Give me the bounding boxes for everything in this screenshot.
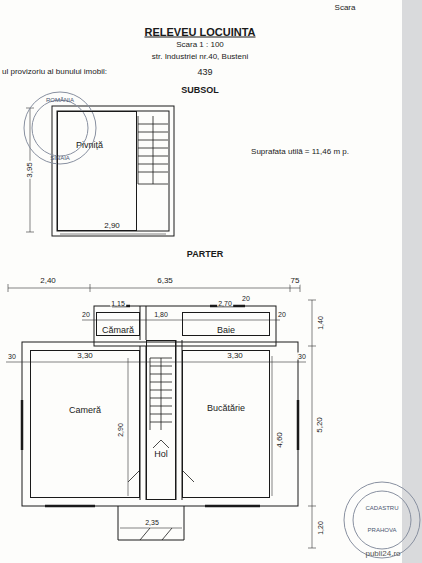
dimension: 3,30 — [226, 352, 244, 360]
stamp-text: SINAIA — [50, 155, 70, 161]
stamp-text: PRAHOVA — [368, 527, 397, 533]
watermark: publi24.ro — [365, 550, 400, 558]
dimension: 2,40 — [39, 277, 57, 285]
room-box: Bucătărie — [182, 350, 270, 498]
dimension: 20 — [277, 311, 287, 318]
stamp — [24, 92, 420, 558]
dimension: 20 — [81, 311, 91, 318]
plan-title: RELEVEU LOCUINTA — [144, 27, 255, 38]
dimension-lines — [6, 108, 316, 548]
dimension: 3,95 — [26, 161, 34, 179]
area-note: Suprafata utilă = 11,46 m p. — [251, 148, 349, 156]
cut-heading: Scara — [335, 4, 356, 12]
room-name: Cameră — [69, 405, 101, 415]
dimension: 1,15 — [110, 300, 126, 307]
dimension: 30 — [297, 353, 307, 360]
level-name: SUBSOL — [181, 86, 219, 95]
room-name: Cămară — [102, 325, 134, 335]
stamp-text: ROMÂNIA — [46, 97, 74, 103]
room-box: Pivniță — [57, 111, 137, 231]
room-box: Baie — [182, 312, 270, 336]
stamp-text: CADASTRU — [365, 505, 398, 511]
dimension: 2,90 — [117, 422, 124, 438]
dimension: 1,20 — [317, 520, 324, 536]
dimension: 4,60 — [276, 431, 284, 449]
room-name: Bucătărie — [207, 403, 245, 413]
dimension: 2,90 — [103, 222, 121, 230]
room-name: Hol — [154, 449, 168, 459]
dimension: 20 — [241, 295, 251, 302]
dimension: 5,20 — [316, 416, 324, 434]
room-box: Hol — [146, 340, 176, 500]
room-box: Cameră — [30, 350, 140, 498]
dimension: 1,40 — [317, 315, 324, 331]
dimension: 1,80 — [153, 311, 169, 318]
dimension: 30 — [7, 353, 17, 360]
photo-margin — [402, 0, 422, 563]
walls — [22, 106, 298, 540]
cut-text: ul provizoriu al bunului imobil: — [2, 68, 107, 76]
dimension: 2,35 — [144, 519, 160, 526]
dimension: 75 — [290, 277, 301, 285]
dimension: 3,30 — [76, 352, 94, 360]
level-name: PARTER — [186, 250, 224, 259]
address: str. Industriei nr.40, Busteni — [152, 53, 249, 61]
dimension: 6,35 — [156, 277, 174, 285]
room-box: Cămară — [96, 312, 140, 336]
property-number: 439 — [197, 68, 212, 77]
scale: Scara 1 : 100 — [176, 41, 224, 49]
dimension: 2,70 — [217, 300, 233, 307]
room-name: Baie — [217, 325, 235, 335]
room-name: Pivniță — [76, 140, 103, 150]
